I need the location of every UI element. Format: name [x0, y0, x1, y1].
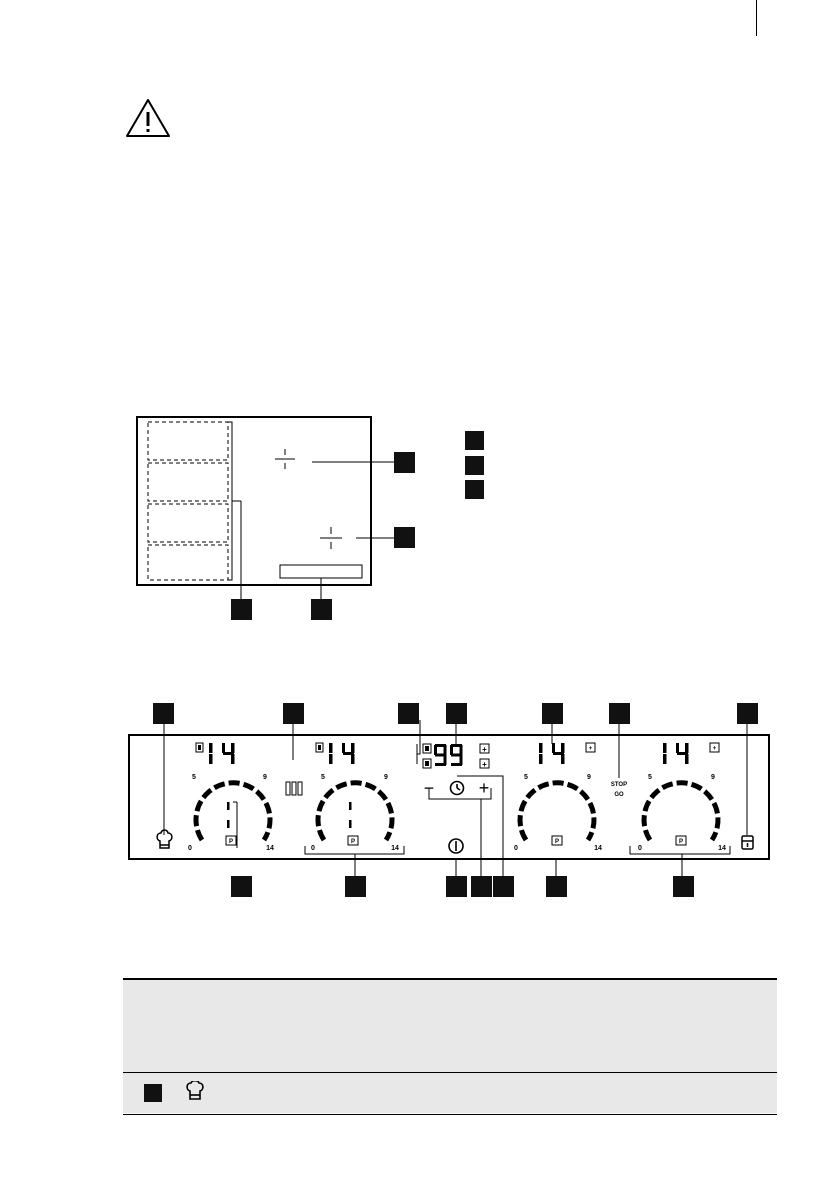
callout-marker [673, 876, 694, 897]
legend-marker [465, 456, 484, 475]
top-rule [756, 0, 757, 36]
legend-marker [465, 480, 484, 499]
callout-marker [311, 599, 332, 620]
bridge-icon [285, 781, 303, 796]
scale-label: 0 [188, 845, 192, 852]
scale-label: 5 [321, 774, 325, 781]
callout-marker [609, 703, 630, 724]
plus-badge: + [482, 760, 487, 769]
callout-marker [493, 876, 514, 897]
callout-marker [398, 703, 419, 724]
scale-label: 9 [587, 774, 591, 781]
callout-marker [446, 876, 467, 897]
scale-label: 5 [524, 774, 528, 781]
stop-go-label: GO [614, 792, 624, 798]
pause-icon: P [555, 839, 559, 845]
warning-icon [126, 99, 170, 137]
chef-hat-icon [186, 1081, 204, 1100]
pause-icon: P [229, 839, 233, 845]
plus-badge: + [713, 746, 717, 752]
table-row [123, 1073, 777, 1113]
scale-label: 5 [648, 774, 652, 781]
callout-marker [737, 703, 758, 724]
stop-go-label: STOP [611, 782, 627, 788]
scale-label: 14 [594, 845, 602, 852]
callout-marker [153, 703, 174, 724]
clock-icon [449, 780, 465, 796]
callout-marker [283, 703, 304, 724]
scale-label: 14 [391, 845, 399, 852]
lock-icon [741, 835, 754, 850]
hob-layout-diagram [136, 416, 395, 600]
scale-label: 0 [311, 845, 315, 852]
timer-plus-button[interactable]: + [479, 778, 490, 798]
callout-marker [345, 876, 366, 897]
legend-marker [465, 431, 484, 450]
chef-hat-icon [156, 829, 173, 849]
scale-label: 9 [711, 774, 715, 781]
plus-badge: + [589, 746, 593, 752]
callout-marker [471, 876, 492, 897]
table-divider [123, 1072, 777, 1073]
callout-marker [394, 452, 415, 473]
scale-label: 0 [514, 845, 518, 852]
pause-icon: P [351, 839, 355, 845]
scale-label: 9 [263, 774, 267, 781]
callout-marker [542, 703, 563, 724]
table-header [123, 980, 777, 1072]
scale-label: 9 [384, 774, 388, 781]
scale-label: 0 [638, 845, 642, 852]
callout-marker [231, 876, 252, 897]
callout-marker [231, 599, 252, 620]
timer-minus-button[interactable]: − [424, 778, 435, 798]
plus-badge: + [482, 745, 487, 754]
pause-icon: P [679, 839, 683, 845]
scale-label: 14 [718, 845, 726, 852]
scale-label: 14 [266, 845, 274, 852]
callout-marker [546, 876, 567, 897]
sensor-field-table [123, 978, 777, 1115]
row-marker [144, 1084, 162, 1102]
control-panel-diagram: 5 9 0 14 5 9 0 14 5 9 0 14 5 9 0 14 P P … [128, 720, 770, 876]
callout-marker [446, 703, 467, 724]
on-off-icon [448, 838, 464, 854]
scale-label: 5 [192, 774, 196, 781]
callout-marker [394, 527, 415, 548]
